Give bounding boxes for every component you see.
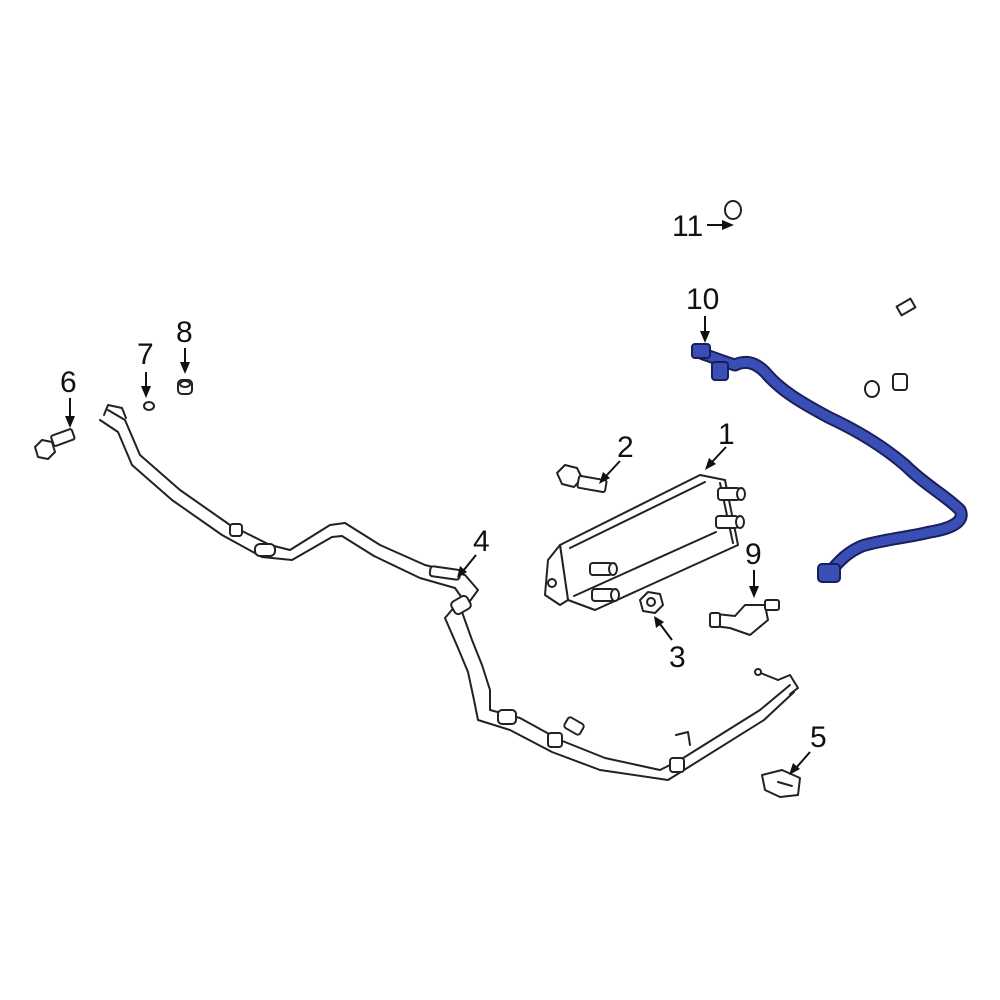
part-11-hose[interactable] (724, 200, 948, 398)
callout-4: 4 (473, 525, 490, 558)
callout-5: 5 (810, 721, 827, 754)
part-6-bolt[interactable] (34, 428, 76, 460)
part-10-hose[interactable] (691, 343, 968, 583)
callout-8: 8 (176, 316, 193, 349)
part-9-connector[interactable] (709, 599, 780, 636)
callout-6: 6 (60, 366, 77, 399)
callout-labels: 1 2 3 4 5 6 7 8 9 10 11 (60, 210, 827, 754)
callout-arrows (65, 220, 811, 775)
part-8-grommet[interactable] (177, 379, 193, 395)
callout-7: 7 (137, 338, 154, 371)
part-5-clip[interactable] (761, 769, 801, 798)
callout-1: 1 (718, 418, 735, 451)
part-7-o-ring[interactable] (143, 401, 155, 411)
part-2-bolt[interactable] (556, 464, 608, 494)
callout-11: 11 (672, 210, 703, 243)
part-3-nut[interactable] (639, 591, 664, 614)
callout-2: 2 (617, 431, 634, 464)
part-1-oil-cooler[interactable] (544, 474, 746, 611)
callout-3: 3 (669, 641, 686, 674)
callout-10: 10 (686, 283, 719, 316)
callout-9: 9 (745, 538, 762, 571)
part-4-cooler-lines[interactable] (99, 404, 799, 781)
